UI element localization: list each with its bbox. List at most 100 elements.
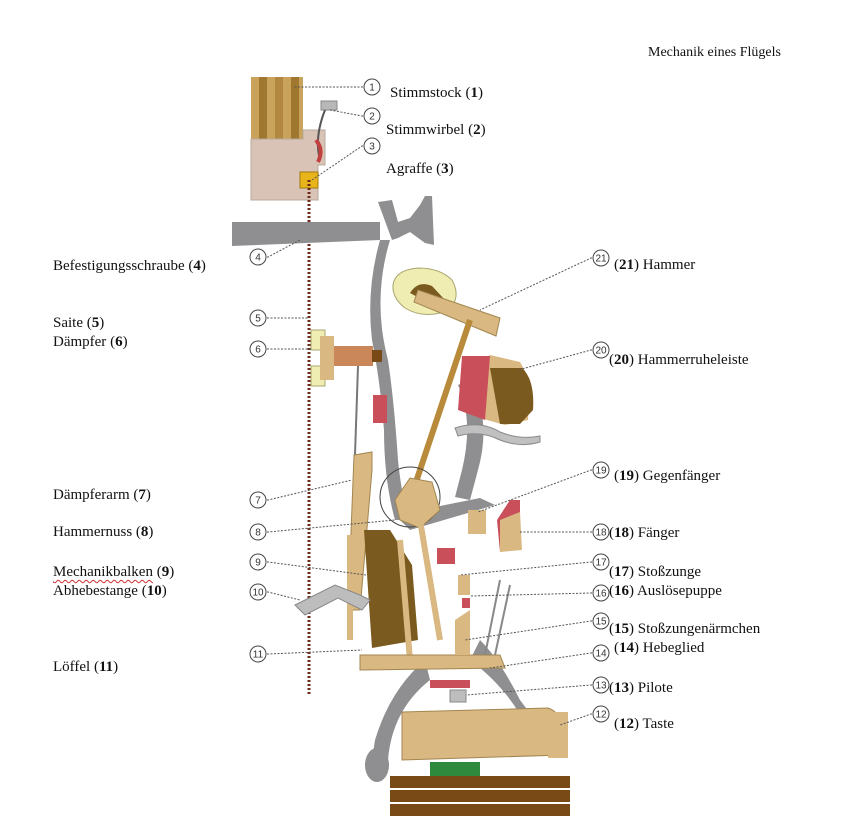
jack <box>437 548 511 656</box>
label-number-15: (15) <box>609 621 634 637</box>
leader-line-21 <box>479 257 592 311</box>
label-name-9: Mechanikbalken <box>53 564 153 580</box>
lever-rods <box>347 519 443 661</box>
callout-number-6: 6 <box>249 340 267 358</box>
back-check-wood <box>500 512 522 552</box>
label-number-7: (7) <box>133 487 151 503</box>
label-18: (18) Fänger <box>609 524 679 542</box>
label-name-16: Auslösepuppe <box>636 583 722 599</box>
wippen-felt <box>430 680 470 688</box>
label-number-1: (1) <box>465 85 483 101</box>
label-name-1: Stimmstock <box>390 85 462 101</box>
leader-line-3 <box>311 145 363 181</box>
label-16: (16) Auslösepuppe <box>609 582 722 600</box>
label-name-4: Befestigungsschraube <box>53 258 185 274</box>
label-9: Mechanikbalken (9) <box>53 563 174 581</box>
label-7: Dämpferarm (7) <box>53 486 151 504</box>
callout-number-4: 4 <box>249 248 267 266</box>
label-name-6: Dämpfer <box>53 334 107 350</box>
label-number-2: (2) <box>468 122 486 138</box>
leader-line-11 <box>267 649 363 655</box>
label-number-8: (8) <box>135 524 154 540</box>
svg-text:7: 7 <box>255 496 261 507</box>
svg-text:4: 4 <box>255 253 261 264</box>
svg-text:13: 13 <box>595 681 607 692</box>
label-number-19: (19) <box>614 468 639 484</box>
lifting-rod <box>294 584 371 616</box>
leader-line-10 <box>267 591 301 601</box>
label-21: (21) Hammer <box>614 256 695 274</box>
felt-block <box>373 395 387 423</box>
label-13: (13) Pilote <box>609 679 673 697</box>
svg-text:3: 3 <box>369 142 375 153</box>
hammer-rest-rail <box>454 355 541 446</box>
callout-number-19: 19 <box>592 461 610 479</box>
label-number-10: (10) <box>141 583 167 599</box>
leader-line-2 <box>329 109 363 117</box>
label-number-17: (17) <box>609 564 634 580</box>
leader-lines <box>267 86 592 726</box>
svg-text:11: 11 <box>253 650 264 661</box>
leader-line-12 <box>559 713 592 726</box>
label-12: (12) Taste <box>614 715 674 733</box>
label-number-21: (21) <box>614 257 639 273</box>
callout-number-17: 17 <box>592 553 610 571</box>
diagram-title: Mechanik eines Flügels <box>648 45 781 60</box>
svg-text:15: 15 <box>595 617 607 628</box>
label-name-11: Löffel <box>53 659 91 675</box>
svg-text:18: 18 <box>595 528 607 539</box>
label-8: Hammernuss (8) <box>53 523 153 541</box>
label-14: (14) Hebeglied <box>614 639 704 657</box>
svg-text:1: 1 <box>369 83 375 94</box>
svg-text:9: 9 <box>255 558 261 569</box>
svg-text:2: 2 <box>369 112 375 123</box>
callout-number-2: 2 <box>363 107 381 125</box>
callout-number-11: 11 <box>249 645 267 663</box>
repetition-lever <box>359 654 506 671</box>
label-number-11: (11) <box>93 659 119 675</box>
label-name-10: Abhebestange <box>53 583 138 599</box>
svg-text:19: 19 <box>595 466 607 477</box>
leader-line-13 <box>465 684 592 696</box>
label-name-18: Fänger <box>637 525 680 541</box>
callout-number-20: 20 <box>592 341 610 359</box>
hammer-assembly <box>392 267 501 501</box>
label-19: (19) Gegenfänger <box>614 467 720 485</box>
label-11: Löffel (11) <box>53 658 118 676</box>
keybed <box>390 776 570 816</box>
svg-text:5: 5 <box>255 314 261 325</box>
callout-number-16: 16 <box>592 584 610 602</box>
hammer-knuckle <box>394 477 441 529</box>
label-number-20: (20) <box>609 352 634 368</box>
label-number-6: (6) <box>110 334 128 350</box>
leader-line-17 <box>459 561 592 576</box>
callout-number-3: 3 <box>363 137 381 155</box>
leader-line-4 <box>267 239 301 258</box>
leader-line-9 <box>267 561 367 576</box>
label-20: (20) Hammerruheleiste <box>609 351 749 369</box>
label-name-3: Agraffe <box>386 161 433 177</box>
label-number-9: (9) <box>156 564 175 580</box>
tuning-pin <box>314 100 338 163</box>
callout-number-8: 8 <box>249 523 267 541</box>
callout-number-9: 9 <box>249 553 267 571</box>
leader-line-7 <box>267 479 353 501</box>
svg-text:8: 8 <box>255 528 261 539</box>
label-5: Saite (5) <box>53 314 104 332</box>
label-2: Stimmwirbel (2) <box>386 121 486 139</box>
svg-text:20: 20 <box>595 346 607 357</box>
callout-number-5: 5 <box>249 309 267 327</box>
label-name-8: Hammernuss <box>53 524 133 540</box>
label-4: Befestigungsschraube (4) <box>53 257 206 275</box>
callout-number-10: 10 <box>249 583 267 601</box>
label-number-12: (12) <box>614 716 639 732</box>
label-name-7: Dämpferarm <box>53 487 130 503</box>
label-1: Stimmstock (1) <box>390 84 483 102</box>
action-frame <box>232 196 535 760</box>
svg-text:21: 21 <box>595 254 607 265</box>
callout-number-12: 12 <box>592 705 610 723</box>
callout-number-1: 1 <box>363 78 381 96</box>
label-number-4: (4) <box>188 258 206 274</box>
